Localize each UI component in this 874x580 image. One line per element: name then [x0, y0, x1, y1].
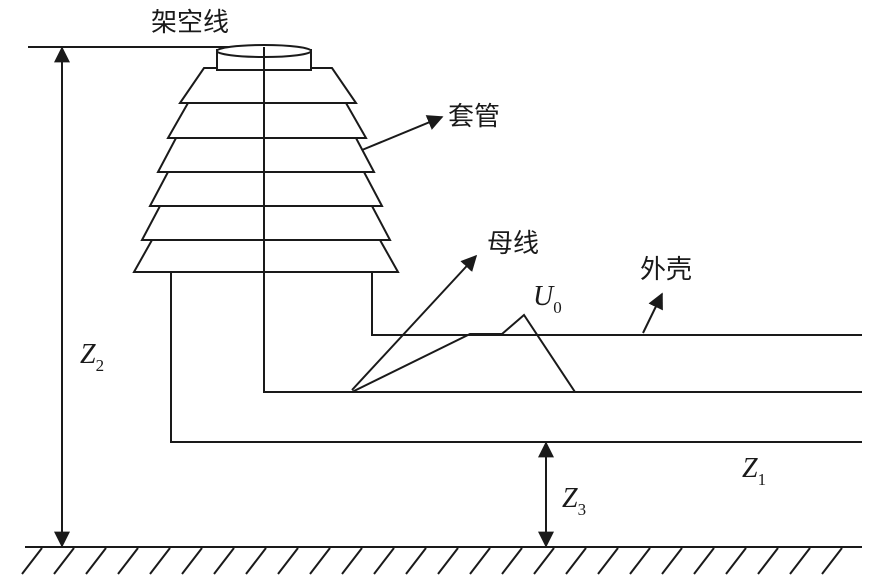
ground-hatching [21, 547, 843, 575]
ground-hatch-mark [405, 547, 427, 575]
ground-hatch-mark [245, 547, 267, 575]
ground-hatch-mark [117, 547, 139, 575]
ground-hatch-mark [309, 547, 331, 575]
busbar-conductor [263, 47, 862, 393]
ground-hatch-mark [341, 547, 363, 575]
ground-hatch-mark [469, 547, 491, 575]
bushing-label: 套管 [448, 102, 500, 132]
ground-hatch-mark [757, 547, 779, 575]
ground-hatch-mark [789, 547, 811, 575]
z1-symbol: Z1 [742, 453, 766, 489]
ground-hatch-mark [565, 547, 587, 575]
ground-hatch-mark [629, 547, 651, 575]
enclosure-arrow [642, 292, 663, 334]
bushing-shed [166, 102, 368, 139]
z2-symbol: Z2 [80, 339, 104, 375]
ground-hatch-mark [181, 547, 203, 575]
ground-hatch-mark [597, 547, 619, 575]
bushing-shed [156, 137, 376, 173]
enclosure-outer [170, 272, 862, 443]
busbar-arrow [351, 254, 478, 391]
ground-hatch-mark [437, 547, 459, 575]
bushing-shed [148, 171, 384, 207]
ground-hatch-mark [213, 547, 235, 575]
ground-hatch-mark [821, 547, 843, 575]
enclosure-label: 外壳 [640, 255, 692, 285]
bushing-shed [140, 205, 392, 241]
u0-symbol: U0 [533, 281, 562, 317]
bushing-sheds [132, 67, 400, 273]
ground-hatch-mark [533, 547, 555, 575]
traveling-wave [351, 313, 576, 393]
ground-hatch-mark [149, 547, 171, 575]
busbar-label: 母线 [487, 229, 539, 259]
bushing-arrow [361, 115, 444, 151]
ground-hatch-mark [53, 547, 75, 575]
ground-hatch-mark [693, 547, 715, 575]
ground-hatch-mark [501, 547, 523, 575]
z3-symbol: Z3 [562, 483, 586, 519]
bushing-shed [178, 67, 358, 104]
ground-hatch-mark [21, 547, 43, 575]
bushing-shed [132, 239, 400, 273]
enclosure-inner [371, 272, 862, 336]
ground-hatch-mark [661, 547, 683, 575]
ground-hatch-mark [85, 547, 107, 575]
ground-hatch-mark [373, 547, 395, 575]
ground-hatch-mark [277, 547, 299, 575]
overhead-line-label: 架空线 [151, 8, 229, 38]
ground-hatch-mark [725, 547, 747, 575]
